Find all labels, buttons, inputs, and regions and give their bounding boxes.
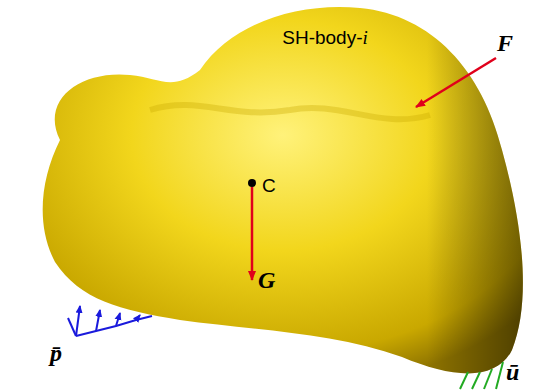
load-label: p̄	[50, 341, 62, 365]
gravity-arrow	[251, 187, 254, 280]
force-label: F	[497, 31, 513, 55]
force-label: G	[258, 268, 275, 292]
force-arrow	[416, 58, 496, 107]
fixed-support-hatch	[460, 362, 503, 389]
body-shape	[43, 7, 523, 373]
body-shading	[43, 7, 523, 373]
surface-ridge	[150, 105, 430, 119]
displacement-label: ū	[506, 360, 519, 384]
body-name: SH-body-i	[282, 28, 368, 47]
centroid-dot	[248, 179, 256, 187]
pressure-load	[68, 306, 152, 336]
point-label: C	[262, 176, 276, 195]
